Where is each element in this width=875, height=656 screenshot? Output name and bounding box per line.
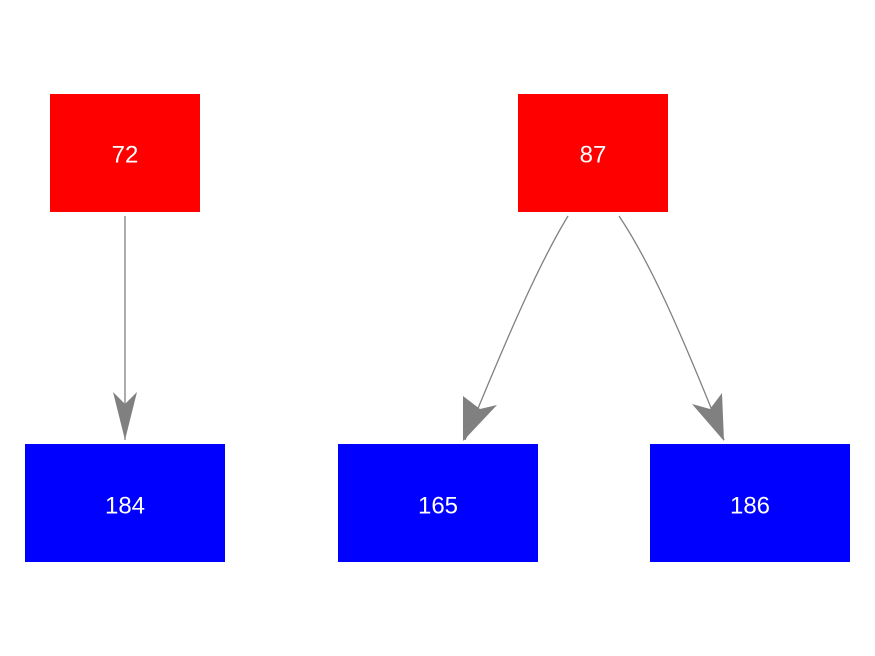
edge-87-165 — [464, 215, 569, 441]
arrowhead-87-165 — [463, 396, 497, 441]
edges — [113, 215, 725, 441]
node-72-label: 72 — [112, 142, 139, 169]
node-184-box — [25, 444, 225, 562]
node-184: 184 — [25, 444, 225, 562]
node-87-label: 87 — [580, 142, 607, 169]
arrowhead-72-184 — [113, 392, 137, 440]
node-165-box — [338, 444, 538, 562]
node-72: 72 — [50, 94, 200, 212]
node-186-label: 186 — [730, 493, 770, 520]
node-186: 186 — [650, 444, 850, 562]
node-87-box — [518, 94, 668, 212]
node-165: 165 — [338, 444, 538, 562]
arrowhead-87-186 — [692, 393, 724, 441]
node-72-box — [50, 94, 200, 212]
node-186-box — [650, 444, 850, 562]
node-184-label: 184 — [105, 493, 145, 520]
edge-87-186 — [618, 215, 725, 441]
node-165-label: 165 — [418, 493, 458, 520]
node-87: 87 — [518, 94, 668, 212]
